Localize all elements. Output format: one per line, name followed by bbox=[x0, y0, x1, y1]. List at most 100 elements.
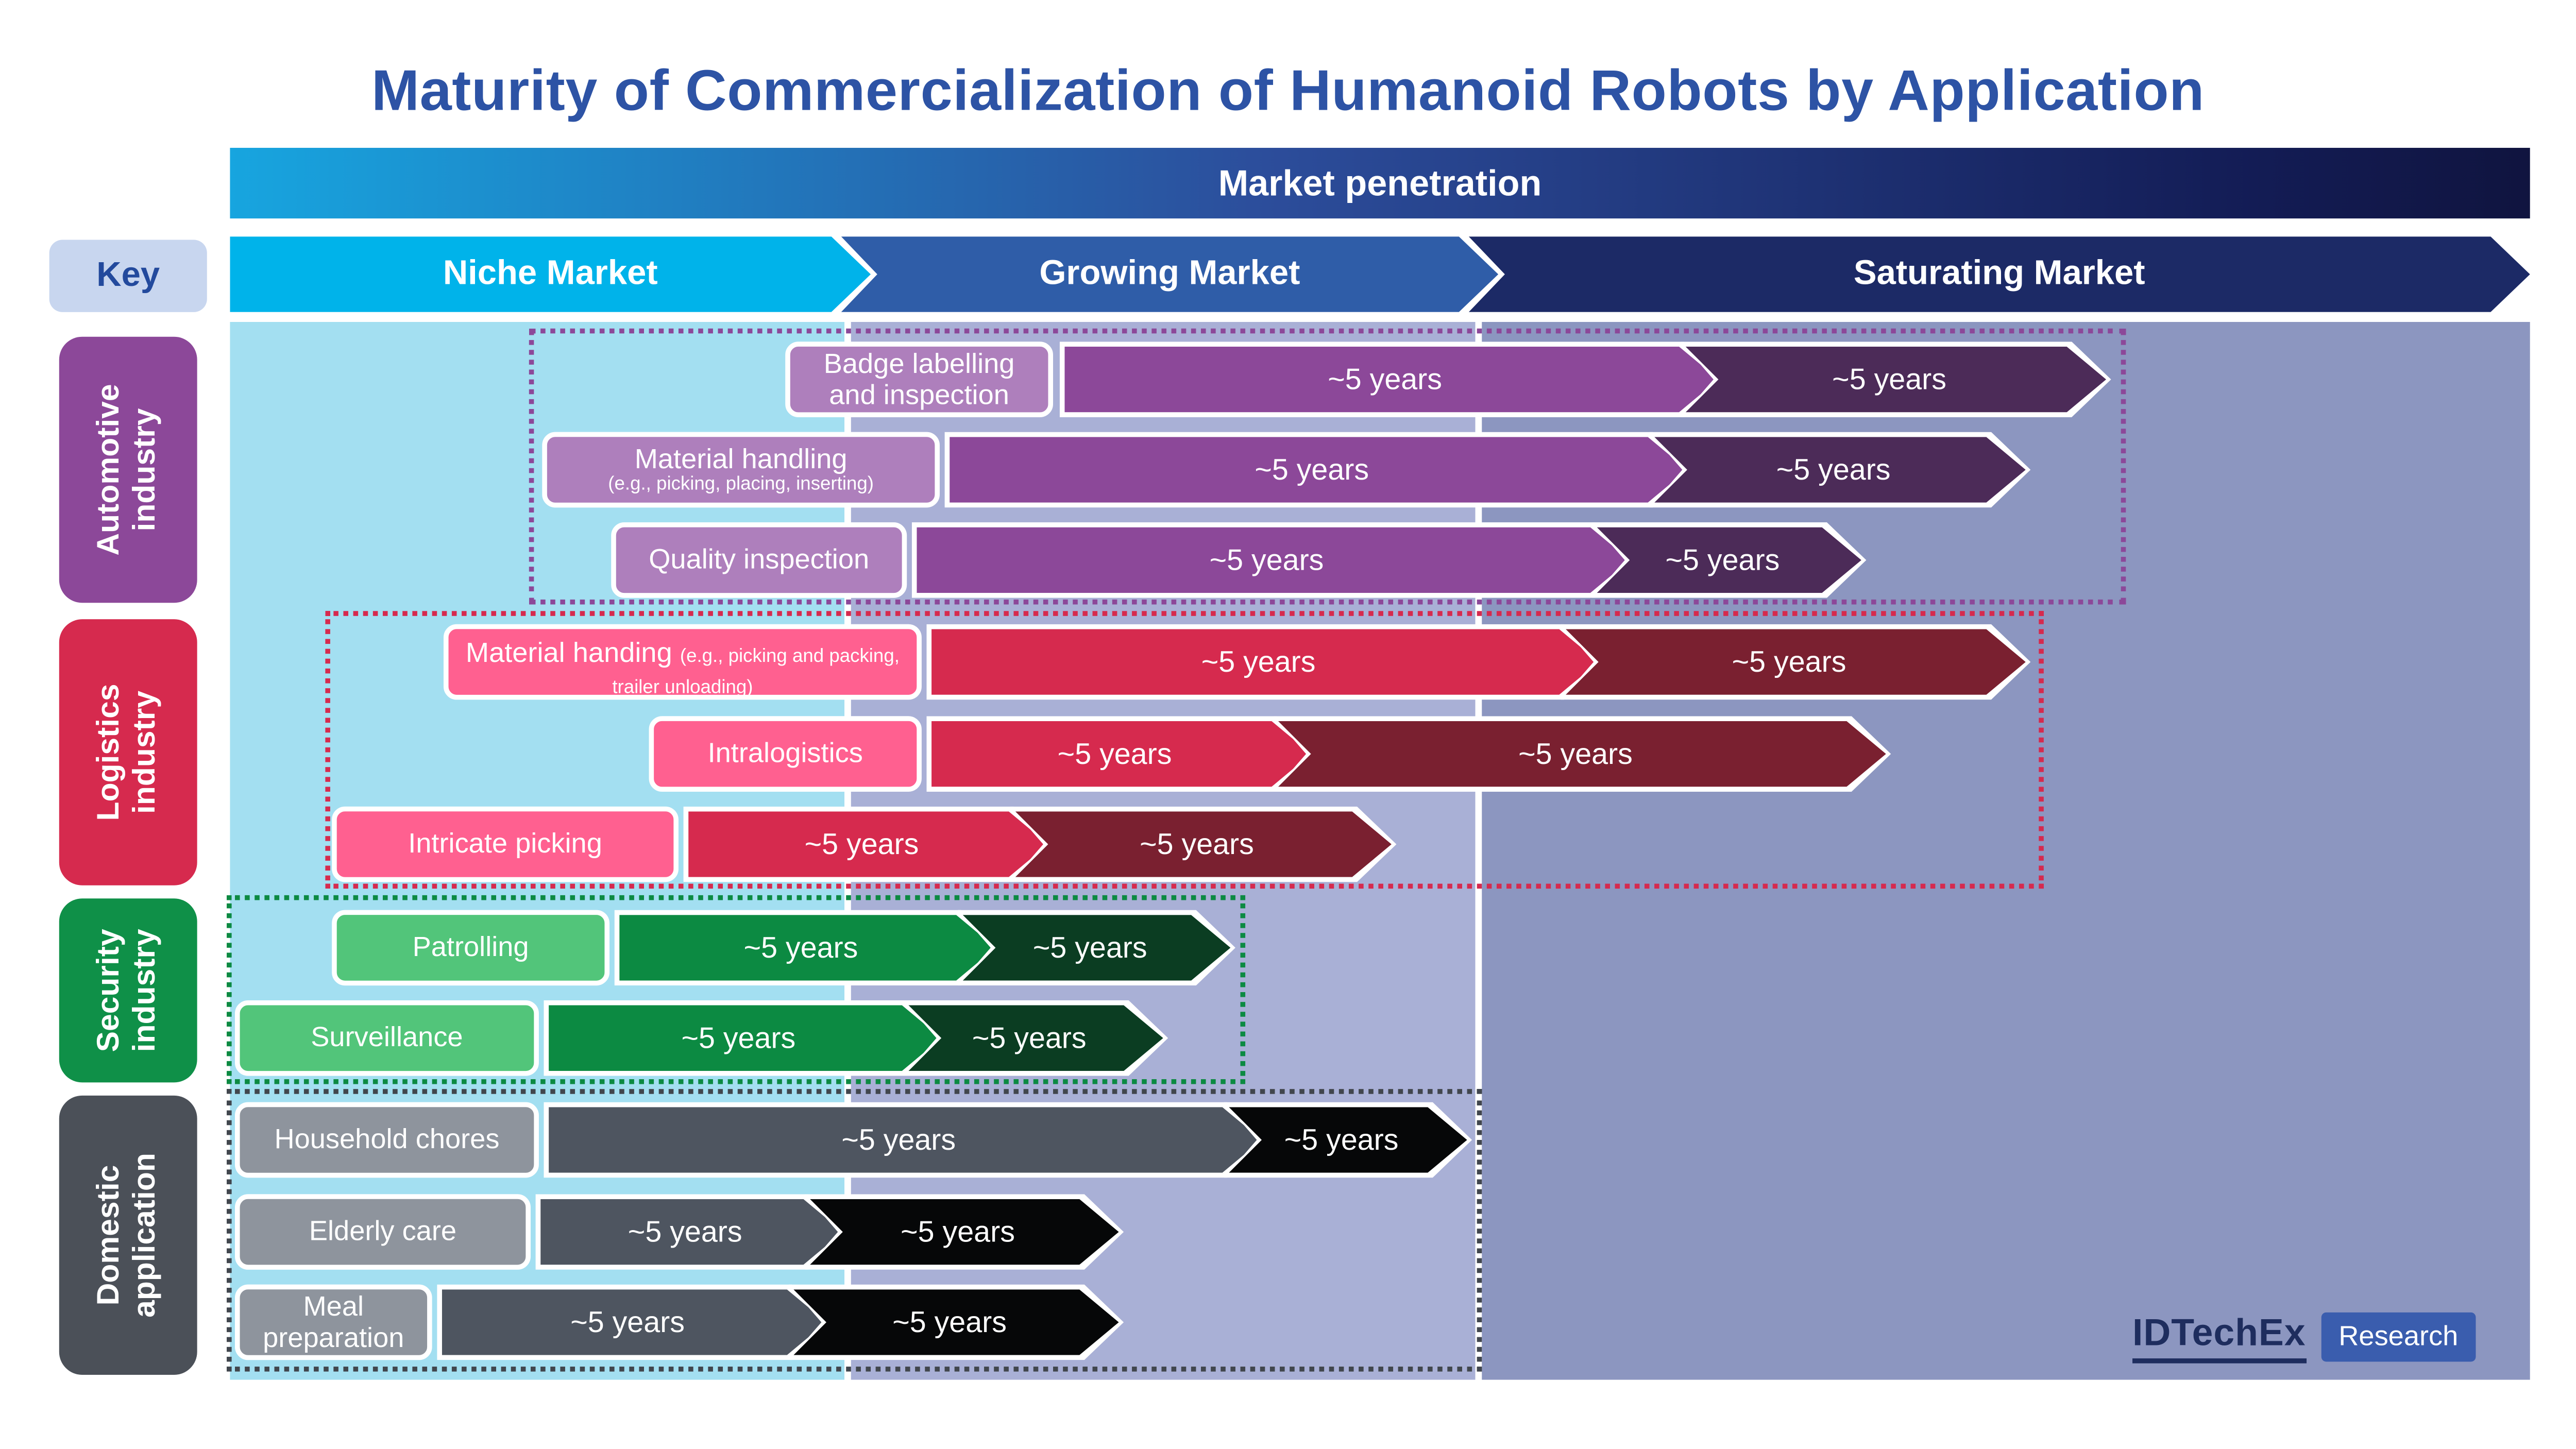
arrow-fill bbox=[931, 721, 1311, 787]
duration-text: ~5 years bbox=[1209, 542, 1324, 576]
market-penetration-bar: Market penetration bbox=[230, 147, 2530, 219]
surveillance-label: Surveillance bbox=[234, 1000, 539, 1076]
surveillance-text: Surveillance bbox=[311, 1022, 463, 1054]
intricate-picking-seg1-arrow: ~5 years bbox=[684, 807, 1053, 882]
surveillance-seg1-arrow: ~5 years bbox=[544, 1000, 946, 1076]
arrow-fill bbox=[963, 915, 1231, 981]
arrow-fill bbox=[950, 437, 1687, 503]
intralogistics-text: Intralogistics bbox=[707, 738, 863, 770]
material-handling-auto-detail: (e.g., picking, placing, inserting) bbox=[608, 474, 874, 495]
badge-labelling-text: Badge labelling and inspection bbox=[823, 348, 1015, 411]
idtechex-logo: IDTechEx Research bbox=[2132, 1311, 2477, 1363]
meal-preparation-seg1-arrow: ~5 years bbox=[437, 1285, 831, 1360]
idtechex-research-badge: Research bbox=[2320, 1312, 2477, 1362]
material-handing-logi-label: Material handing (e.g., picking and pack… bbox=[443, 624, 922, 700]
household-chores-text: Household chores bbox=[274, 1124, 500, 1156]
surveillance-seg2-arrow: ~5 years bbox=[904, 1000, 1168, 1076]
arrow-fill bbox=[931, 629, 1599, 695]
duration-text: ~5 years bbox=[1518, 737, 1633, 770]
intricate-picking-label: Intricate picking bbox=[332, 806, 679, 882]
key-security-industry: Security industry bbox=[59, 898, 197, 1083]
arrow-fill bbox=[793, 1289, 1118, 1355]
duration-text: ~5 years bbox=[570, 1305, 685, 1338]
duration-text: ~5 years bbox=[1057, 737, 1172, 770]
duration-text: ~5 years bbox=[681, 1020, 796, 1054]
key-header: Key bbox=[49, 240, 207, 312]
duration-text: ~5 years bbox=[1201, 644, 1316, 678]
arrow-fill bbox=[1686, 347, 2106, 413]
intricate-picking-seg2-arrow: ~5 years bbox=[1010, 807, 1396, 882]
household-chores-seg2-arrow: ~5 years bbox=[1224, 1102, 1472, 1178]
stage-saturating-market: Saturating Market bbox=[1469, 236, 2530, 312]
arrow-fill bbox=[1597, 527, 1861, 593]
key-automotive-industry: Automotive industry bbox=[59, 336, 197, 603]
arrow-fill bbox=[549, 1107, 1262, 1173]
domestic-group-outline bbox=[227, 1089, 1482, 1372]
duration-text: ~5 years bbox=[901, 1215, 1015, 1248]
duration-text: ~5 years bbox=[1832, 362, 1946, 395]
duration-text: ~5 years bbox=[1255, 452, 1369, 486]
arrow-fill bbox=[1015, 811, 1392, 877]
intricate-picking-text: Intricate picking bbox=[408, 828, 602, 860]
duration-text: ~5 years bbox=[972, 1020, 1087, 1054]
material-handling-auto-seg1-arrow: ~5 years bbox=[945, 432, 1692, 508]
badge-labelling-seg2-arrow: ~5 years bbox=[1681, 342, 2111, 417]
stage-niche-market: Niche Market bbox=[230, 236, 871, 312]
elderly-care-text: Elderly care bbox=[309, 1216, 457, 1248]
stage-niche-label: Niche Market bbox=[443, 254, 658, 293]
arrow-fill bbox=[549, 1005, 941, 1071]
patrolling-seg1-arrow: ~5 years bbox=[615, 910, 1001, 986]
patrolling-seg2-arrow: ~5 years bbox=[958, 910, 1235, 986]
arrow-fill bbox=[1064, 347, 1718, 413]
key-security-label: Security industry bbox=[92, 929, 163, 1052]
arrow-fill bbox=[1566, 629, 2026, 695]
quality-inspection-text: Quality inspection bbox=[649, 544, 870, 576]
market-penetration-label: Market penetration bbox=[1218, 162, 1542, 203]
intralogistics-label: Intralogistics bbox=[649, 716, 922, 792]
arrow-fill bbox=[442, 1289, 826, 1355]
meal-preparation-seg2-arrow: ~5 years bbox=[789, 1285, 1124, 1360]
material-handling-auto-label: Material handling (e.g., picking, placin… bbox=[542, 432, 940, 508]
household-chores-seg1-arrow: ~5 years bbox=[544, 1102, 1266, 1178]
intralogistics-seg1-arrow: ~5 years bbox=[926, 716, 1316, 792]
arrow-fill bbox=[619, 915, 995, 981]
duration-text: ~5 years bbox=[892, 1305, 1007, 1338]
meal-preparation-text: Meal preparation bbox=[263, 1291, 404, 1354]
badge-labelling-label: Badge labelling and inspection bbox=[785, 342, 1054, 417]
material-handing-logi-text: Material handing bbox=[465, 637, 672, 669]
material-handing-logi-seg2-arrow: ~5 years bbox=[1561, 624, 2030, 700]
material-handling-auto-seg2-arrow: ~5 years bbox=[1650, 432, 2031, 508]
material-handling-auto-text: Material handling bbox=[634, 443, 848, 475]
arrow-fill bbox=[908, 1005, 1163, 1071]
idtechex-brand-text: IDTechEx bbox=[2132, 1311, 2306, 1363]
intralogistics-seg2-arrow: ~5 years bbox=[1273, 716, 1891, 792]
duration-text: ~5 years bbox=[1665, 542, 1780, 576]
page-title: Maturity of Commercialization of Humanoi… bbox=[371, 59, 2205, 124]
security-group-outline bbox=[227, 895, 1246, 1084]
key-automotive-label: Automotive industry bbox=[92, 384, 163, 556]
arrow-fill bbox=[1229, 1107, 1467, 1173]
arrow-fill bbox=[1654, 437, 2026, 503]
elderly-care-seg1-arrow: ~5 years bbox=[536, 1194, 848, 1270]
household-chores-label: Household chores bbox=[234, 1102, 539, 1178]
duration-text: ~5 years bbox=[628, 1215, 742, 1248]
duration-text: ~5 years bbox=[743, 930, 858, 964]
duration-text: ~5 years bbox=[841, 1122, 956, 1156]
stage-growing-market: Growing Market bbox=[841, 236, 1499, 312]
duration-text: ~5 years bbox=[804, 827, 919, 860]
arrow-fill bbox=[540, 1199, 843, 1265]
material-handing-logi-seg1-arrow: ~5 years bbox=[926, 624, 1603, 700]
quality-inspection-label: Quality inspection bbox=[611, 522, 907, 598]
key-logistics-industry: Logistics industry bbox=[59, 619, 197, 885]
elderly-care-seg2-arrow: ~5 years bbox=[805, 1194, 1124, 1270]
arrow-fill bbox=[810, 1199, 1118, 1265]
logistics-group-outline bbox=[325, 611, 2044, 889]
duration-text: ~5 years bbox=[1328, 362, 1442, 395]
duration-text: ~5 years bbox=[1732, 644, 1846, 678]
meal-preparation-label: Meal preparation bbox=[234, 1284, 432, 1360]
patrolling-text: Patrolling bbox=[412, 932, 529, 964]
duration-text: ~5 years bbox=[1284, 1122, 1399, 1156]
stage-saturating-label: Saturating Market bbox=[1853, 254, 2145, 293]
material-handing-logi-detail: (e.g., picking and packing, trailer unlo… bbox=[612, 647, 900, 698]
quality-inspection-seg1-arrow: ~5 years bbox=[912, 522, 1635, 598]
